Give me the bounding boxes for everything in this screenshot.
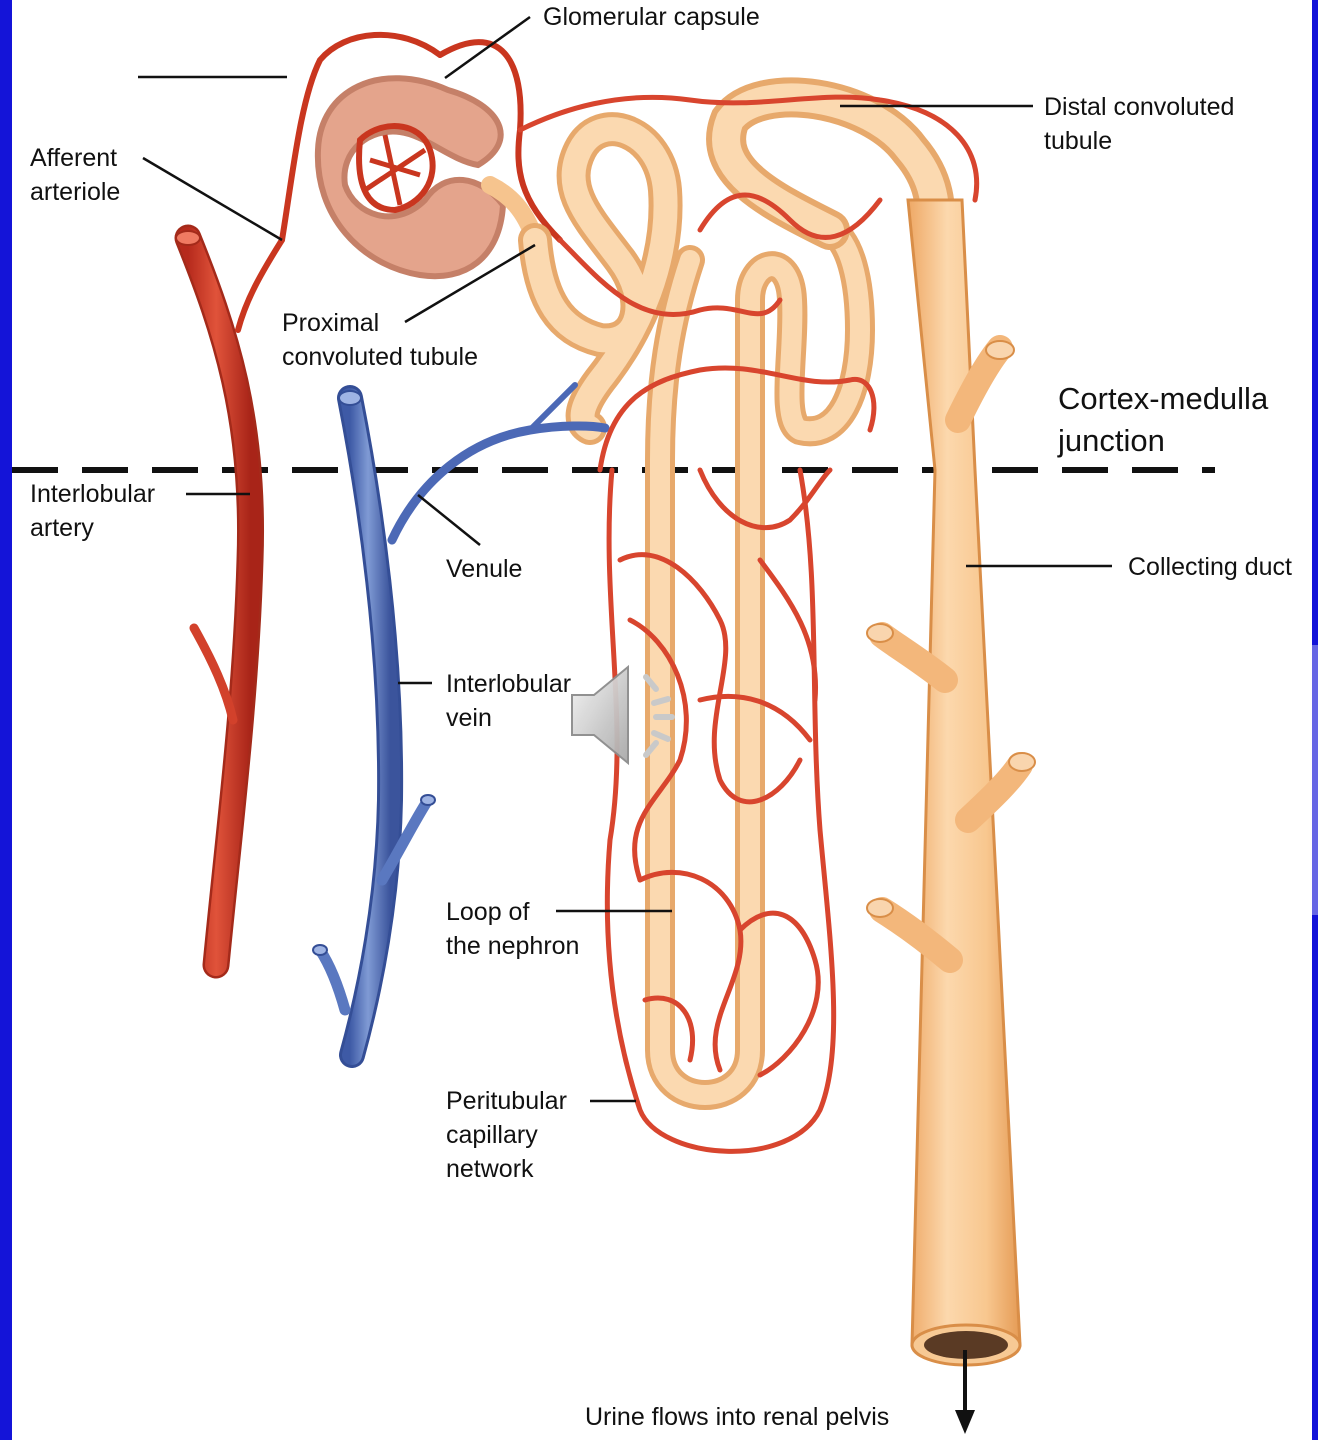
label-interlobular-vein-line1: Interlobular <box>446 667 571 701</box>
collecting-duct-shape <box>867 200 1035 1365</box>
label-peritubular-line3: network <box>446 1152 567 1186</box>
label-interlobular-vein: Interlobular vein <box>446 667 571 735</box>
label-afferent-arteriole-line2: arteriole <box>30 175 120 209</box>
label-loop-nephron: Loop of the nephron <box>446 895 579 963</box>
label-afferent-arteriole-line1: Afferent <box>30 141 120 175</box>
label-proximal-tubule-line1: Proximal <box>282 306 478 340</box>
label-collecting-duct: Collecting duct <box>1128 550 1292 584</box>
label-peritubular: Peritubular capillary network <box>446 1084 567 1186</box>
label-interlobular-vein-line2: vein <box>446 701 571 735</box>
label-loop-nephron-line2: the nephron <box>446 929 579 963</box>
label-venule: Venule <box>446 552 522 586</box>
distal-tubule-shape <box>726 97 935 240</box>
label-loop-nephron-line1: Loop of <box>446 895 579 929</box>
glomerular-capsule-shape <box>318 78 535 276</box>
label-interlobular-artery: Interlobular artery <box>30 477 155 545</box>
label-proximal-tubule-line2: convoluted tubule <box>282 340 478 374</box>
label-interlobular-artery-line2: artery <box>30 511 155 545</box>
label-cortex-medulla: Cortex-medulla junction <box>1058 378 1268 462</box>
label-afferent-arteriole: Afferent arteriole <box>30 141 120 209</box>
label-cortex-medulla-line2: junction <box>1058 420 1268 462</box>
label-proximal-tubule: Proximal convoluted tubule <box>282 306 478 374</box>
label-distal-tubule-line2: tubule <box>1044 124 1234 158</box>
label-urine: Urine flows into renal pelvis <box>585 1400 889 1434</box>
label-cortex-medulla-line1: Cortex-medulla <box>1058 378 1268 420</box>
label-distal-tubule: Distal convoluted tubule <box>1044 90 1234 158</box>
speaker-icon[interactable] <box>568 655 688 775</box>
label-glomerular-capsule: Glomerular capsule <box>543 0 760 34</box>
interlobular-artery-shape <box>176 231 251 965</box>
label-interlobular-artery-line1: Interlobular <box>30 477 155 511</box>
label-peritubular-line1: Peritubular <box>446 1084 567 1118</box>
label-peritubular-line2: capillary <box>446 1118 567 1152</box>
label-distal-tubule-line1: Distal convoluted <box>1044 90 1234 124</box>
venule-shape <box>392 426 605 540</box>
